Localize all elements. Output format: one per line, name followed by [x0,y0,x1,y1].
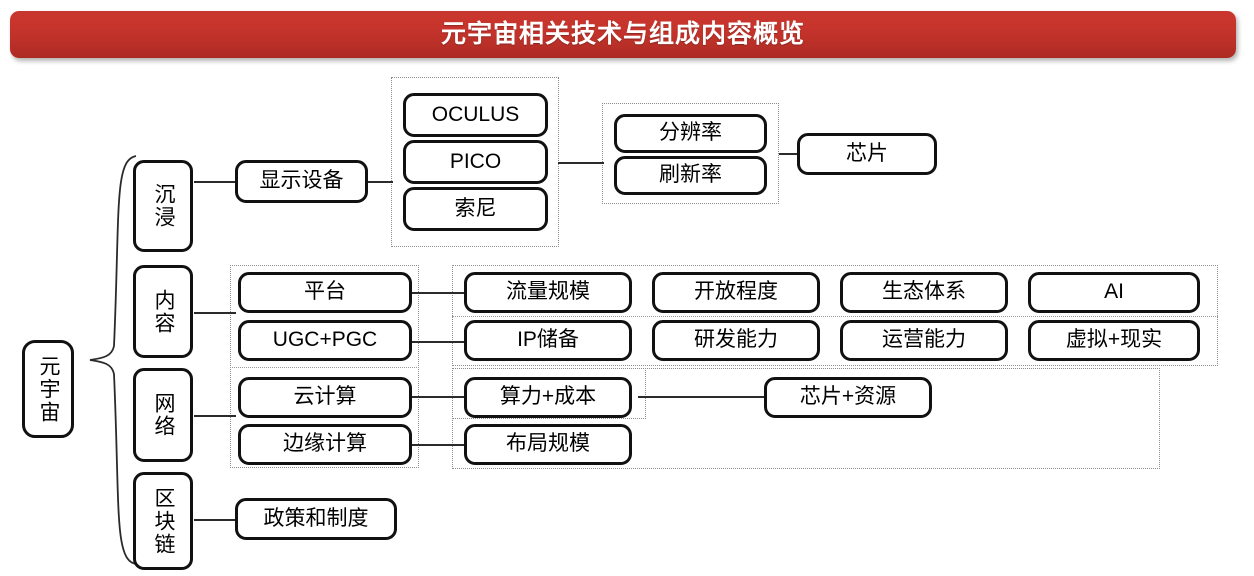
node-label: 政策和制度 [263,506,369,530]
node-ai[interactable]: AI [1028,272,1200,313]
node-label: PICO [449,149,502,173]
node-layout-scale[interactable]: 布局规模 [464,424,632,465]
node-label: 索尼 [454,196,497,220]
node-category-content[interactable]: 内容 [133,265,193,358]
connector-ugc-ip [412,341,464,343]
node-label: 芯片+资源 [799,385,897,409]
node-label: OCULUS [431,102,520,126]
node-label: 沉浸 [152,183,176,229]
node-platform[interactable]: 平台 [238,272,412,313]
node-label: 网络 [152,392,176,438]
node-resolution[interactable]: 分辨率 [614,114,767,153]
node-category-network[interactable]: 网络 [133,368,193,462]
node-label: UGC+PGC [272,328,378,352]
node-root-metaverse[interactable]: 元宇宙 [22,340,74,438]
connector-platform-traffic [412,292,464,294]
node-traffic-scale[interactable]: 流量规模 [464,272,632,313]
node-label: 虚拟+现实 [1065,328,1163,352]
node-openness[interactable]: 开放程度 [652,272,820,313]
group-content-factors-divider [452,316,1218,317]
node-label: AI [1104,280,1124,304]
node-ugc-pgc[interactable]: UGC+PGC [238,320,412,361]
node-rnd-capability[interactable]: 研发能力 [652,320,820,361]
node-label: 云计算 [293,385,357,409]
node-virtual-reality[interactable]: 虚拟+现实 [1028,320,1200,361]
node-refresh-rate[interactable]: 刷新率 [614,156,767,195]
node-label: 研发能力 [694,328,778,352]
node-compute-cost[interactable]: 算力+成本 [464,377,632,418]
node-ip-reserve[interactable]: IP储备 [464,320,632,361]
node-label: 平台 [304,280,346,304]
node-label: 算力+成本 [499,385,597,409]
node-label: 区块链 [152,486,176,556]
node-label: 流量规模 [506,280,590,304]
node-category-immersion[interactable]: 沉浸 [133,160,193,252]
connector-blockchain-policy [194,519,236,521]
group-content-factors [452,265,1218,366]
node-label: 芯片 [846,141,888,165]
node-label: 开放程度 [694,280,778,304]
connector-devices-specs [558,162,604,164]
node-label: 显示设备 [259,169,344,193]
connector-compute-chipres [638,396,764,398]
node-label: 运营能力 [882,328,966,352]
node-policy-system[interactable]: 政策和制度 [235,498,397,540]
node-display-device[interactable]: 显示设备 [235,160,368,203]
connector-edge-layout [412,444,464,446]
connector-network-group [194,415,236,417]
node-chip[interactable]: 芯片 [797,133,937,175]
group-display-specs [602,103,779,204]
node-oculus[interactable]: OCULUS [403,93,548,137]
node-ecosystem[interactable]: 生态体系 [840,272,1008,313]
node-chip-resource[interactable]: 芯片+资源 [764,377,932,418]
node-sony[interactable]: 索尼 [403,187,548,231]
connector-display-devices [367,181,393,183]
node-label: 布局规模 [506,432,590,456]
group-left-subitems [230,265,419,468]
node-label: 边缘计算 [283,432,367,456]
connector-content-group [194,312,236,314]
group-left-subitems-divider [230,367,419,368]
page-title: 元宇宙相关技术与组成内容概览 [440,20,805,48]
node-label: 刷新率 [659,163,722,187]
connector-immersion-display [194,181,236,183]
connector-specs-chip [779,153,797,155]
node-edge-computing[interactable]: 边缘计算 [238,424,412,465]
node-label: IP储备 [517,328,579,352]
node-label: 内容 [152,288,176,335]
connector-cloud-compute [412,396,464,398]
node-label: 元宇宙 [37,354,61,424]
node-pico[interactable]: PICO [403,140,548,184]
node-cloud-computing[interactable]: 云计算 [238,377,412,418]
group-network-compute [452,368,646,419]
page-title-banner: 元宇宙相关技术与组成内容概览 [10,11,1236,58]
node-label: 生态体系 [882,280,966,304]
node-category-blockchain[interactable]: 区块链 [133,472,193,570]
node-operation-capability[interactable]: 运营能力 [840,320,1008,361]
node-label: 分辨率 [659,121,722,145]
